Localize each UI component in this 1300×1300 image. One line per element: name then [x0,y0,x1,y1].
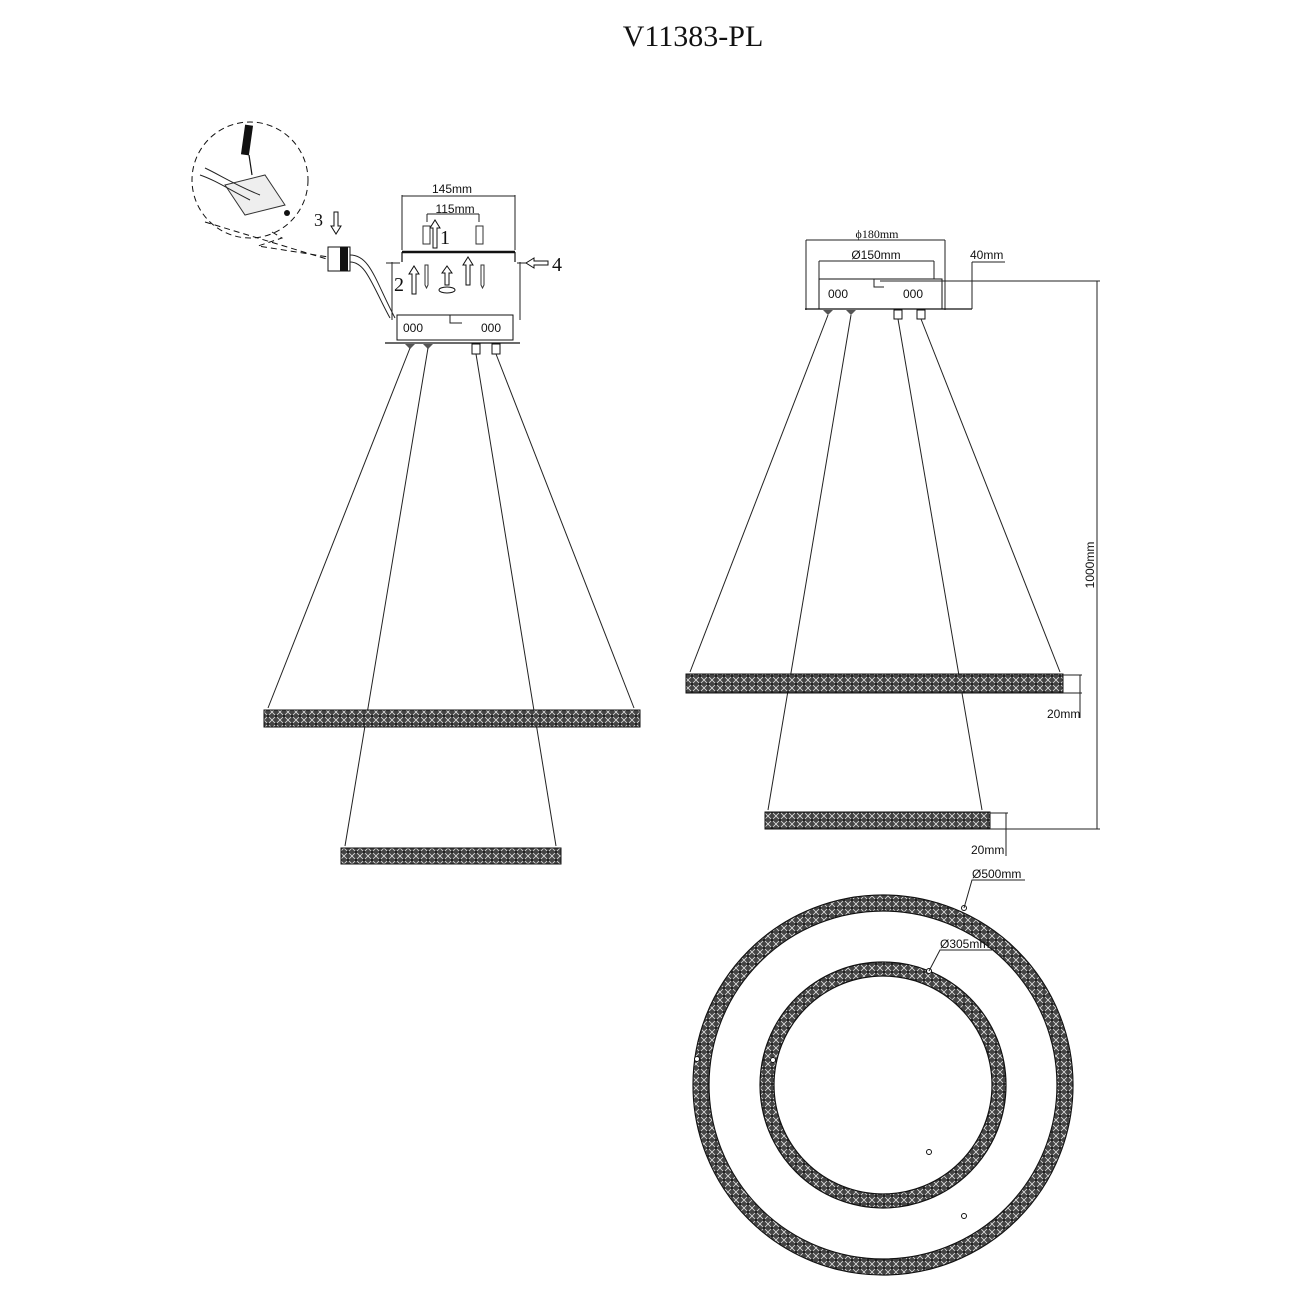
connector-icon [327,246,396,319]
arrow-up-icon [408,265,420,295]
wall-plug-icon [475,225,484,245]
upper-ring-side [263,709,641,728]
step-1-label: 1 [440,227,450,249]
canopy-marks: 000 [481,321,501,335]
arrow-up-icon [429,219,441,249]
step-2-label: 2 [394,274,404,296]
drawing-title: V11383-PL [623,20,764,53]
dim-canopy-inner: Ø150mm [851,248,900,262]
lower-ring-side [764,811,991,830]
canopy-marks: 000 [403,321,423,335]
cable-grip [405,344,433,349]
upper-ring-side [685,673,1064,694]
lower-ring-side [340,847,562,865]
dim-canopy-height: 40mm [970,248,1003,262]
rotate-icon [438,286,456,294]
canopy [818,278,943,310]
plan-view: Ø500mm Ø305mm [692,867,1074,1276]
cable-grip [491,343,501,355]
arrow-down-icon [330,211,342,235]
cable-grip [471,343,481,355]
dim-plate-width: 145mm [432,182,472,196]
dim-inner-ring: Ø305mm [940,937,989,951]
canopy-marks: 000 [828,287,848,301]
arrow-up-icon [441,265,453,286]
terminal-block-icon [199,167,290,216]
screwdriver-icon [240,124,254,176]
canopy-marks: 000 [903,287,923,301]
step-3-label: 3 [314,210,323,230]
dim-outer-ring: Ø500mm [972,867,1021,881]
installation-view: 3 145mm 115mm 1 2 4 000 000 [191,121,641,865]
wall-plug-icon [422,225,431,245]
inner-ring-plan [760,962,1006,1208]
step-4-label: 4 [552,254,562,276]
screw-icon [424,264,485,290]
cable-grip [823,310,856,315]
arrow-up-icon [462,256,474,286]
dim-canopy-outer: ϕ180mm [856,227,900,241]
dimension-view: ϕ180mm Ø150mm 000 000 40mm 1000mm 20mm 2… [685,227,1100,857]
dim-ring-upper-height: 20mm [1047,707,1080,721]
arrow-left-icon [525,257,549,269]
outer-ring-plan [693,895,1073,1275]
cable-grip [893,309,903,320]
wiring-detail-callout [191,121,309,239]
dim-hole-spacing: 115mm [435,202,474,216]
dim-ring-lower-height: 20mm [971,843,1004,857]
dim-drop: 1000mm [1083,542,1097,589]
canopy [396,314,514,341]
cable-grip [916,309,926,320]
